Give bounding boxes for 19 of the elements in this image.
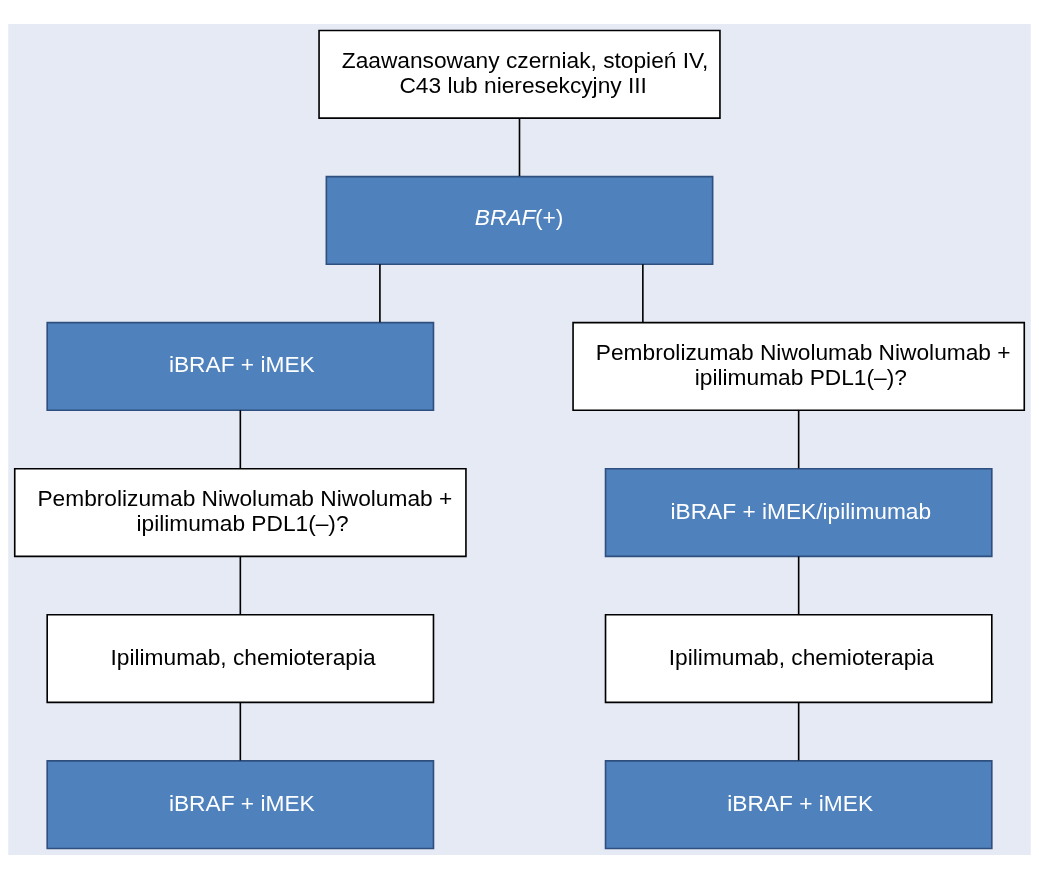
connector [518, 117, 521, 177]
node-box: Pembrolizumab Niwolumab Niwolumab + ipilimumab PDL1(–)? [13, 467, 467, 558]
connector [797, 555, 800, 616]
connector [797, 409, 800, 470]
connector [379, 263, 381, 323]
node-box: BRAF(+) [325, 175, 714, 265]
connector [797, 701, 800, 762]
node-box: iBRAF + iMEK/ipilimumab [604, 467, 993, 558]
node-box: iBRAF + iMEK [46, 760, 435, 850]
connector [239, 701, 242, 762]
node-box: iBRAF + iMEK [604, 760, 993, 850]
connector [239, 555, 242, 616]
connector [239, 409, 242, 470]
node-box: iBRAF + iMEK [46, 321, 435, 412]
node-box: Pembrolizumab Niwolumab Niwolumab + ipilimumab PDL1(–)? [572, 321, 1026, 412]
node-box: Zaawansowany czerniak, stopień IV, C43 lub nieresekcyjny III [318, 29, 721, 119]
connector [642, 263, 644, 323]
node-box: Ipilimumab, chemioterapia [46, 614, 435, 704]
node-box: Ipilimumab, chemioterapia [604, 614, 993, 704]
